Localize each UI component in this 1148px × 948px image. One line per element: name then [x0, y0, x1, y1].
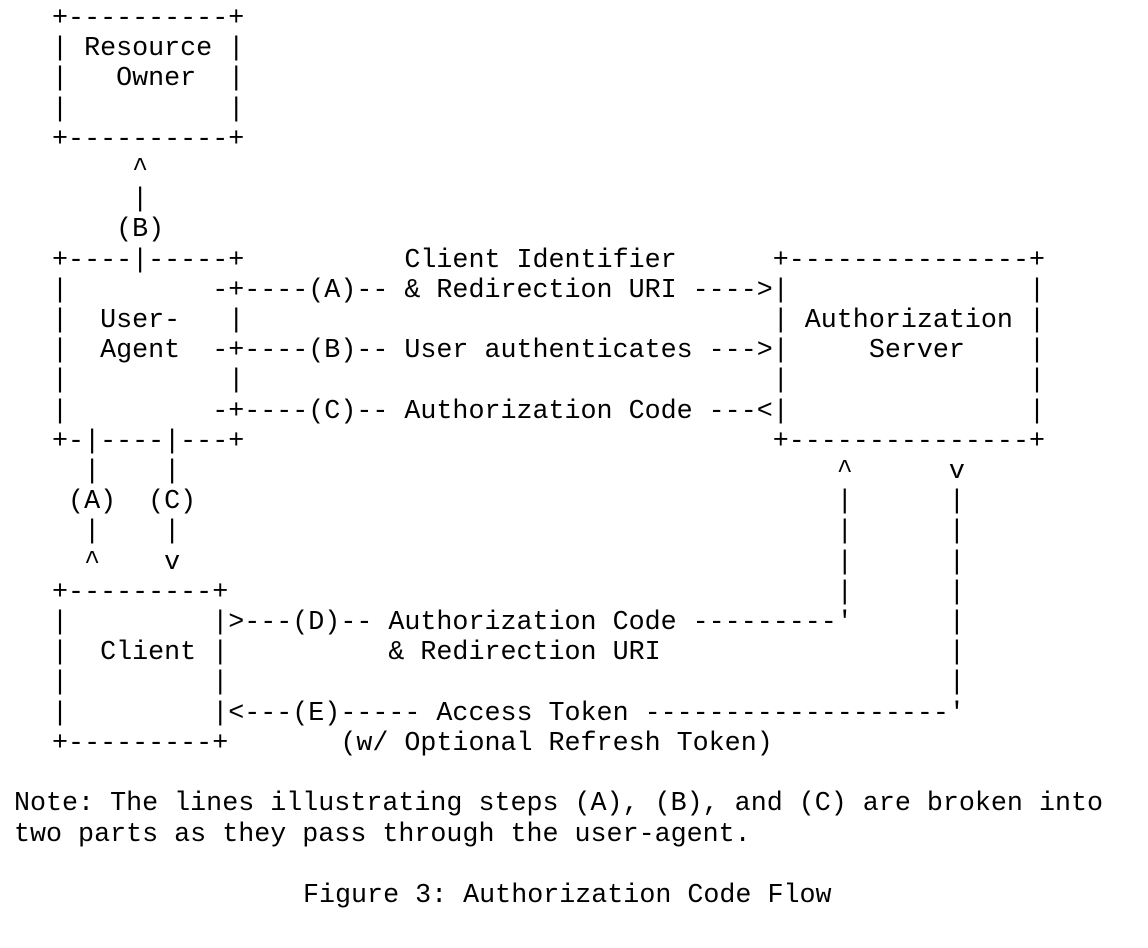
ascii-flow-diagram: +----------+ | Resource | | Owner | | | … — [52, 4, 1045, 759]
figure-caption: Figure 3: Authorization Code Flow — [303, 881, 832, 911]
figure-note: Note: The lines illustrating steps (A), … — [14, 789, 1104, 850]
